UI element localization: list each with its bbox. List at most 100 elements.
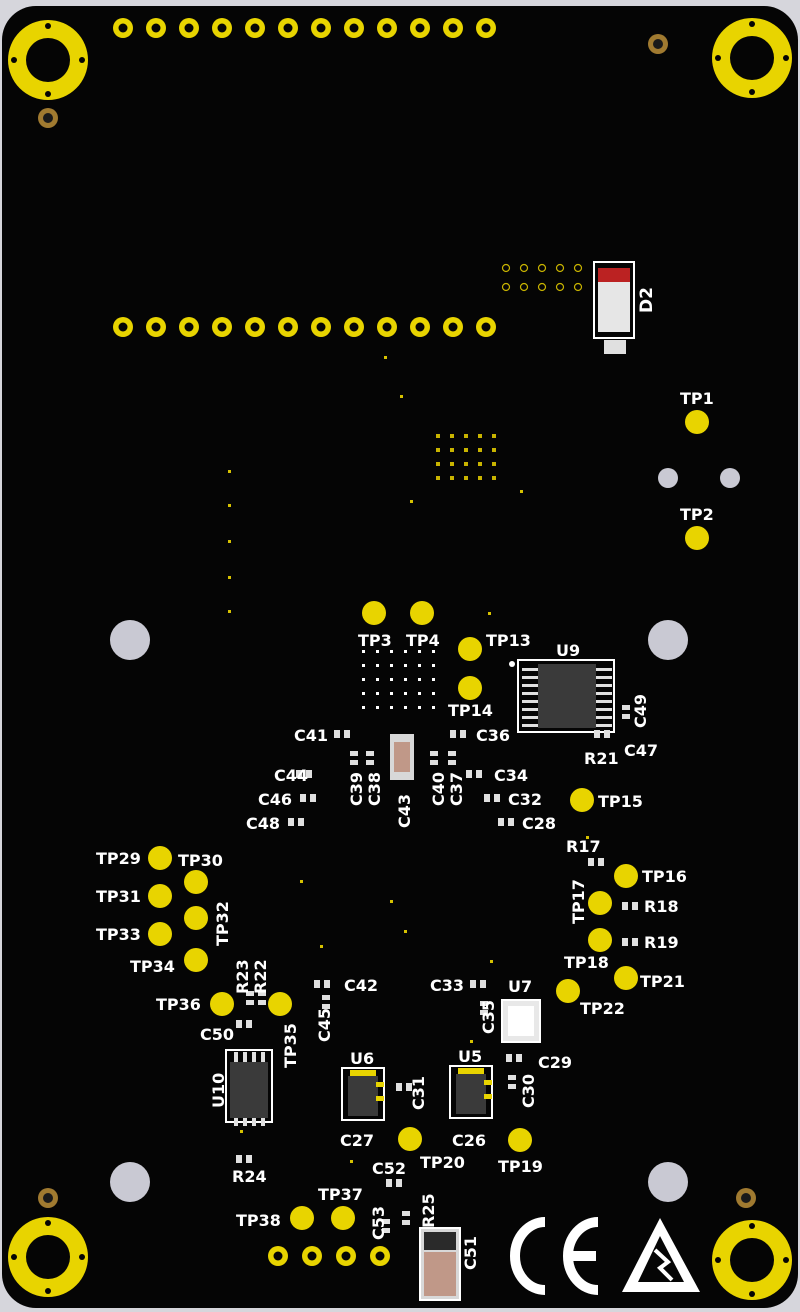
via — [555, 282, 565, 292]
via — [400, 395, 403, 398]
header-pin — [476, 317, 496, 337]
silk-label-r24: R24 — [232, 1167, 267, 1186]
test-point — [614, 864, 638, 888]
silk-label-tp3: TP3 — [358, 631, 392, 650]
silk-label-tp36: TP36 — [156, 995, 201, 1014]
silk-label-c26: C26 — [452, 1131, 486, 1150]
via — [573, 263, 583, 273]
silk-label-c28: C28 — [522, 814, 556, 833]
via — [362, 678, 365, 681]
via — [362, 706, 365, 709]
silk-label-tp13: TP13 — [486, 631, 531, 650]
ic-u5 — [449, 1065, 493, 1119]
via — [519, 263, 529, 273]
header-pin — [245, 317, 265, 337]
test-point — [588, 891, 612, 915]
via — [418, 706, 421, 709]
via-grid-center — [436, 434, 496, 480]
header-pin — [179, 317, 199, 337]
via — [300, 880, 303, 883]
silk-label-c43: C43 — [395, 794, 414, 828]
test-point — [508, 1128, 532, 1152]
silk-label-tp30: TP30 — [178, 851, 223, 870]
smd-component — [588, 858, 604, 866]
header-pin — [476, 18, 496, 38]
via — [350, 1160, 353, 1163]
silk-label-c42: C42 — [344, 976, 378, 995]
header-pin — [443, 18, 463, 38]
silk-label-tp17: TP17 — [569, 879, 588, 924]
via — [240, 1130, 243, 1133]
via — [384, 356, 387, 359]
d2-label: D2 — [637, 287, 657, 313]
silk-label-c36: C36 — [476, 726, 510, 745]
header-pin — [278, 18, 298, 38]
corner-mounting-pad-top-left — [8, 20, 88, 100]
silk-label-tp14: TP14 — [448, 701, 493, 720]
smd-component — [296, 770, 312, 778]
ic-u7 — [501, 999, 541, 1043]
via — [320, 945, 323, 948]
via — [464, 476, 468, 480]
header-pin — [410, 18, 430, 38]
via — [404, 650, 407, 653]
silk-label-c47: C47 — [624, 741, 658, 760]
mounting-holes — [110, 468, 740, 1202]
test-point — [685, 410, 709, 434]
mounting-hole-small-left — [658, 468, 678, 488]
via — [376, 678, 379, 681]
test-point — [614, 966, 638, 990]
smd-component — [430, 751, 438, 765]
test-point — [410, 601, 434, 625]
header-pin — [146, 18, 166, 38]
silk-label-c33: C33 — [430, 976, 464, 995]
header-pin — [377, 317, 397, 337]
corner-mounting-pad-top-right — [712, 18, 792, 98]
via — [390, 664, 393, 667]
smd-component — [448, 751, 456, 765]
corner-pad-vias — [11, 21, 789, 1297]
via — [492, 476, 496, 480]
smd-component — [386, 1179, 402, 1187]
header-pin — [344, 317, 364, 337]
via — [390, 650, 393, 653]
smd-component — [322, 995, 330, 1009]
mounting-hole-right — [648, 620, 688, 660]
via — [390, 692, 393, 695]
silk-label-u5: U5 — [458, 1047, 482, 1066]
via — [520, 490, 523, 493]
via — [390, 706, 393, 709]
via — [436, 462, 440, 466]
smd-component — [484, 794, 500, 802]
via — [228, 504, 231, 507]
via — [376, 706, 379, 709]
smd-component — [396, 1083, 412, 1091]
test-point — [210, 992, 234, 1016]
via — [464, 462, 468, 466]
capacitor-c51 — [419, 1227, 461, 1301]
via — [478, 476, 482, 480]
smd-component — [480, 1001, 488, 1015]
silk-label-c45: C45 — [315, 1008, 334, 1042]
smd-component — [508, 1075, 516, 1089]
silk-label-tp37: TP37 — [318, 1185, 363, 1204]
test-point — [398, 1127, 422, 1151]
header-pin — [179, 18, 199, 38]
header-pin — [410, 317, 430, 337]
silk-label-u7: U7 — [508, 977, 532, 996]
silk-label-r19: R19 — [644, 933, 679, 952]
via — [228, 610, 231, 613]
via — [501, 282, 511, 292]
via — [390, 900, 393, 903]
diode-d2: D2 — [593, 261, 657, 354]
test-point — [362, 601, 386, 625]
via — [492, 448, 496, 452]
header-pin — [311, 18, 331, 38]
silk-label-c34: C34 — [494, 766, 528, 785]
test-point — [148, 846, 172, 870]
via — [492, 462, 496, 466]
smd-component — [622, 938, 638, 946]
via — [490, 960, 493, 963]
via — [404, 678, 407, 681]
smd-passives — [236, 705, 638, 1233]
